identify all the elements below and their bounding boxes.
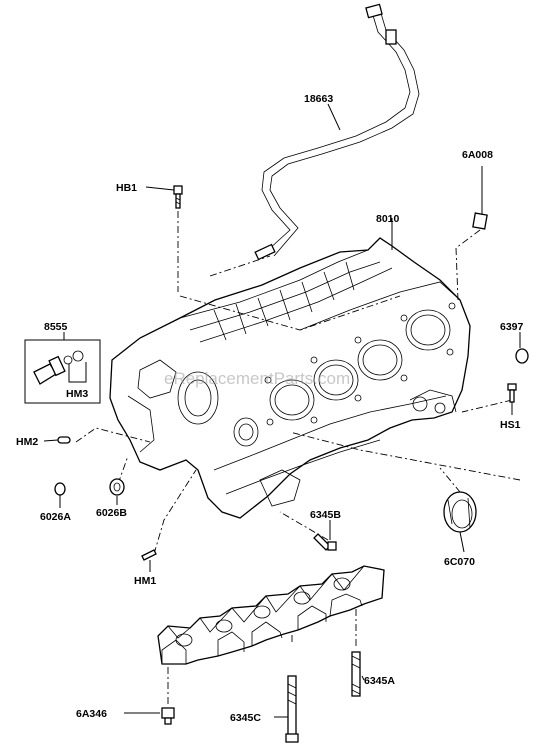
plug-6026a[interactable] xyxy=(54,482,66,496)
hm2-plug[interactable] xyxy=(57,436,71,444)
watermark: eReplacementParts.com xyxy=(164,369,350,388)
main-bearing-caps[interactable] xyxy=(157,565,385,665)
leader-lines xyxy=(43,103,521,718)
bolt-6345c[interactable] xyxy=(285,675,299,743)
label-hb1: HB1 xyxy=(116,182,137,194)
hm1-pin[interactable] xyxy=(141,549,157,561)
hs1-stud[interactable] xyxy=(507,383,517,403)
cup-plug-6397[interactable] xyxy=(515,348,529,364)
assembly-lines xyxy=(75,196,521,704)
bolt-6345b[interactable] xyxy=(313,533,337,551)
plug-6026b[interactable] xyxy=(109,478,125,496)
rear-main-seal-6c070[interactable] xyxy=(443,491,477,533)
label-hm2: HM2 xyxy=(16,436,38,448)
label-6a346: 6A346 xyxy=(76,708,107,720)
dipstick-tube[interactable] xyxy=(254,3,420,261)
label-8555: 8555 xyxy=(44,321,68,333)
label-8010: 8010 xyxy=(376,213,400,225)
label-6345b: 6345B xyxy=(310,509,341,521)
bolt-6a346[interactable] xyxy=(161,707,175,725)
label-hs1: HS1 xyxy=(500,419,521,431)
label-6c070: 6C070 xyxy=(444,556,475,568)
label-hm1: HM1 xyxy=(134,575,156,587)
plug-6a008[interactable] xyxy=(472,212,488,230)
label-6026b: 6026B xyxy=(96,507,127,519)
part-labels: 18663 6A008 HB1 8010 8555 6397 HM3 HM2 H… xyxy=(16,93,524,724)
label-18663: 18663 xyxy=(304,93,333,105)
stud-6345a[interactable] xyxy=(351,651,361,697)
label-6397: 6397 xyxy=(500,321,524,333)
label-6345a: 6345A xyxy=(364,675,395,687)
engine-block[interactable] xyxy=(109,237,471,519)
hb1-bolt[interactable] xyxy=(173,185,183,209)
cylinder-bores xyxy=(269,309,451,421)
oil-pressure-sender-8555[interactable] xyxy=(24,339,101,404)
label-6345c: 6345C xyxy=(230,712,261,724)
label-hm3: HM3 xyxy=(66,388,88,400)
label-6a008: 6A008 xyxy=(462,149,493,161)
label-6026a: 6026A xyxy=(40,511,71,523)
